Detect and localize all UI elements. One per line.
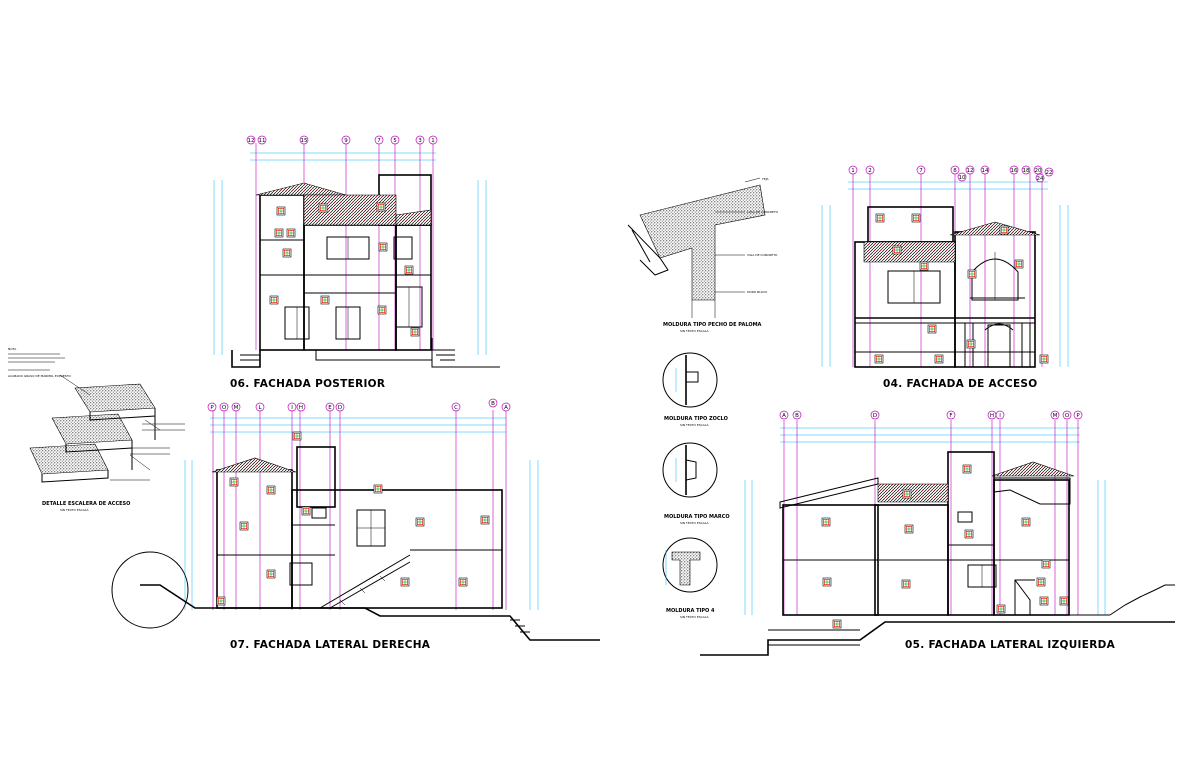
subtitle-moldura-zoclo: SIN TEXTO ESCALA — [680, 423, 710, 427]
grid-label: I — [999, 413, 1001, 419]
grid-label: M — [1053, 413, 1058, 419]
fachada-lateral-derecha: P O M L I H E D C B A 07. FACHADA LATERA… — [111, 398, 600, 651]
grid-label: H — [990, 413, 994, 419]
grid-label: 5 — [393, 138, 397, 144]
grid-label: 1 — [431, 138, 435, 144]
grid-label: 18 — [1023, 168, 1030, 174]
grid-label: 22 — [1046, 170, 1053, 176]
subtitle-moldura-tipo4: SIN TEXTO ESCALA — [680, 615, 710, 619]
subtitle-moldura-paloma: SIN TEXTO ESCALA — [680, 329, 710, 333]
detalle-moldura-marco: MOLDURA TIPO MARCO SIN TEXTO ESCALA — [662, 442, 730, 525]
grid-label: F — [949, 413, 952, 419]
title-fachada-posterior: 06. FACHADA POSTERIOR — [230, 378, 385, 390]
subtitle-moldura-marco: SIN TEXTO ESCALA — [680, 521, 710, 525]
note-muro: MURO BLOCK — [747, 290, 768, 294]
title-moldura-zoclo: MOLDURA TIPO ZOCLO — [664, 416, 728, 422]
fachada-posterior: 12 11 15 9 7 5 3 1 06. FACHADA POSTERIOR — [213, 135, 500, 390]
title-detalle-escalera: DETALLE ESCALERA DE ACCESO — [42, 501, 130, 507]
grid-label: D — [873, 413, 877, 419]
grid-label: O — [222, 405, 227, 411]
grid-label: 14 — [982, 168, 989, 174]
grid-label: 20 — [1035, 168, 1042, 174]
grid-label: 7 — [377, 138, 381, 144]
grid-label: D — [338, 405, 342, 411]
subtitle-detalle-escalera: SIN TEXTO ESCALA — [60, 508, 90, 512]
grid-label: E — [328, 405, 332, 411]
note-nota: NOTA — [8, 347, 17, 351]
grid-label: I — [291, 405, 293, 411]
title-fachada-lateral-derecha: 07. FACHADA LATERAL DERECHA — [230, 639, 431, 651]
detalle-escalera: NOTA ACABADO GRASO DE MARMOL EXPUESTO DE… — [8, 347, 185, 512]
title-moldura-paloma: MOLDURA TIPO PECHO DE PALOMA — [663, 322, 762, 328]
grid-label: A — [782, 413, 786, 419]
grid-label: 2 — [868, 168, 872, 174]
detalle-moldura-tipo4: MOLDURA TIPO 4 SIN TEXTO ESCALA — [662, 537, 718, 619]
grid-label: 24 — [1037, 176, 1044, 182]
grid-label: C — [454, 405, 458, 411]
grid-label: 8 — [953, 168, 957, 174]
note-acabado: ACABADO GRASO DE MARMOL EXPUESTO — [8, 374, 71, 378]
detalle-moldura-paloma: TEJA LOSA DE CONCRETO VIGA DE CONCRETO M… — [627, 177, 779, 333]
grid-label: P — [210, 405, 214, 411]
grid-label: B — [795, 413, 799, 419]
grid-label: B — [491, 401, 495, 407]
fachada-lateral-izquierda: A B D F H I M O P 05. FACHADA LATERAL IZ… — [700, 410, 1175, 656]
grid-label: 12 — [967, 168, 974, 174]
grid-label: 15 — [301, 138, 308, 144]
grid-label: 11 — [259, 138, 266, 144]
title-moldura-tipo4: MOLDURA TIPO 4 — [666, 608, 715, 614]
fachada-acceso: 1 2 7 8 12 14 16 18 20 22 10 24 04. FACH… — [821, 165, 1069, 390]
grid-label: M — [234, 405, 239, 411]
grid-label: H — [299, 405, 303, 411]
grid-label: 7 — [919, 168, 923, 174]
grid-label: 3 — [418, 138, 422, 144]
grid-label: 1 — [851, 168, 855, 174]
grid-label: 16 — [1011, 168, 1018, 174]
grid-label: P — [1076, 413, 1080, 419]
grid-label: 10 — [959, 175, 966, 181]
title-fachada-lateral-izquierda: 05. FACHADA LATERAL IZQUIERDA — [905, 639, 1116, 651]
grid-label: 9 — [344, 138, 348, 144]
grid-label: O — [1065, 413, 1070, 419]
title-moldura-marco: MOLDURA TIPO MARCO — [664, 514, 730, 520]
grid-label: 12 — [248, 138, 255, 144]
note-losa: LOSA DE CONCRETO — [747, 210, 779, 214]
note-teja: TEJA — [761, 177, 770, 181]
title-fachada-acceso: 04. FACHADA DE ACCESO — [883, 378, 1038, 390]
grid-label: L — [258, 405, 262, 411]
detalle-moldura-zoclo: MOLDURA TIPO ZOCLO SIN TEXTO ESCALA — [662, 352, 728, 427]
grid-label: A — [504, 405, 508, 411]
note-viga: VIGA DE CONCRETO — [747, 253, 778, 257]
